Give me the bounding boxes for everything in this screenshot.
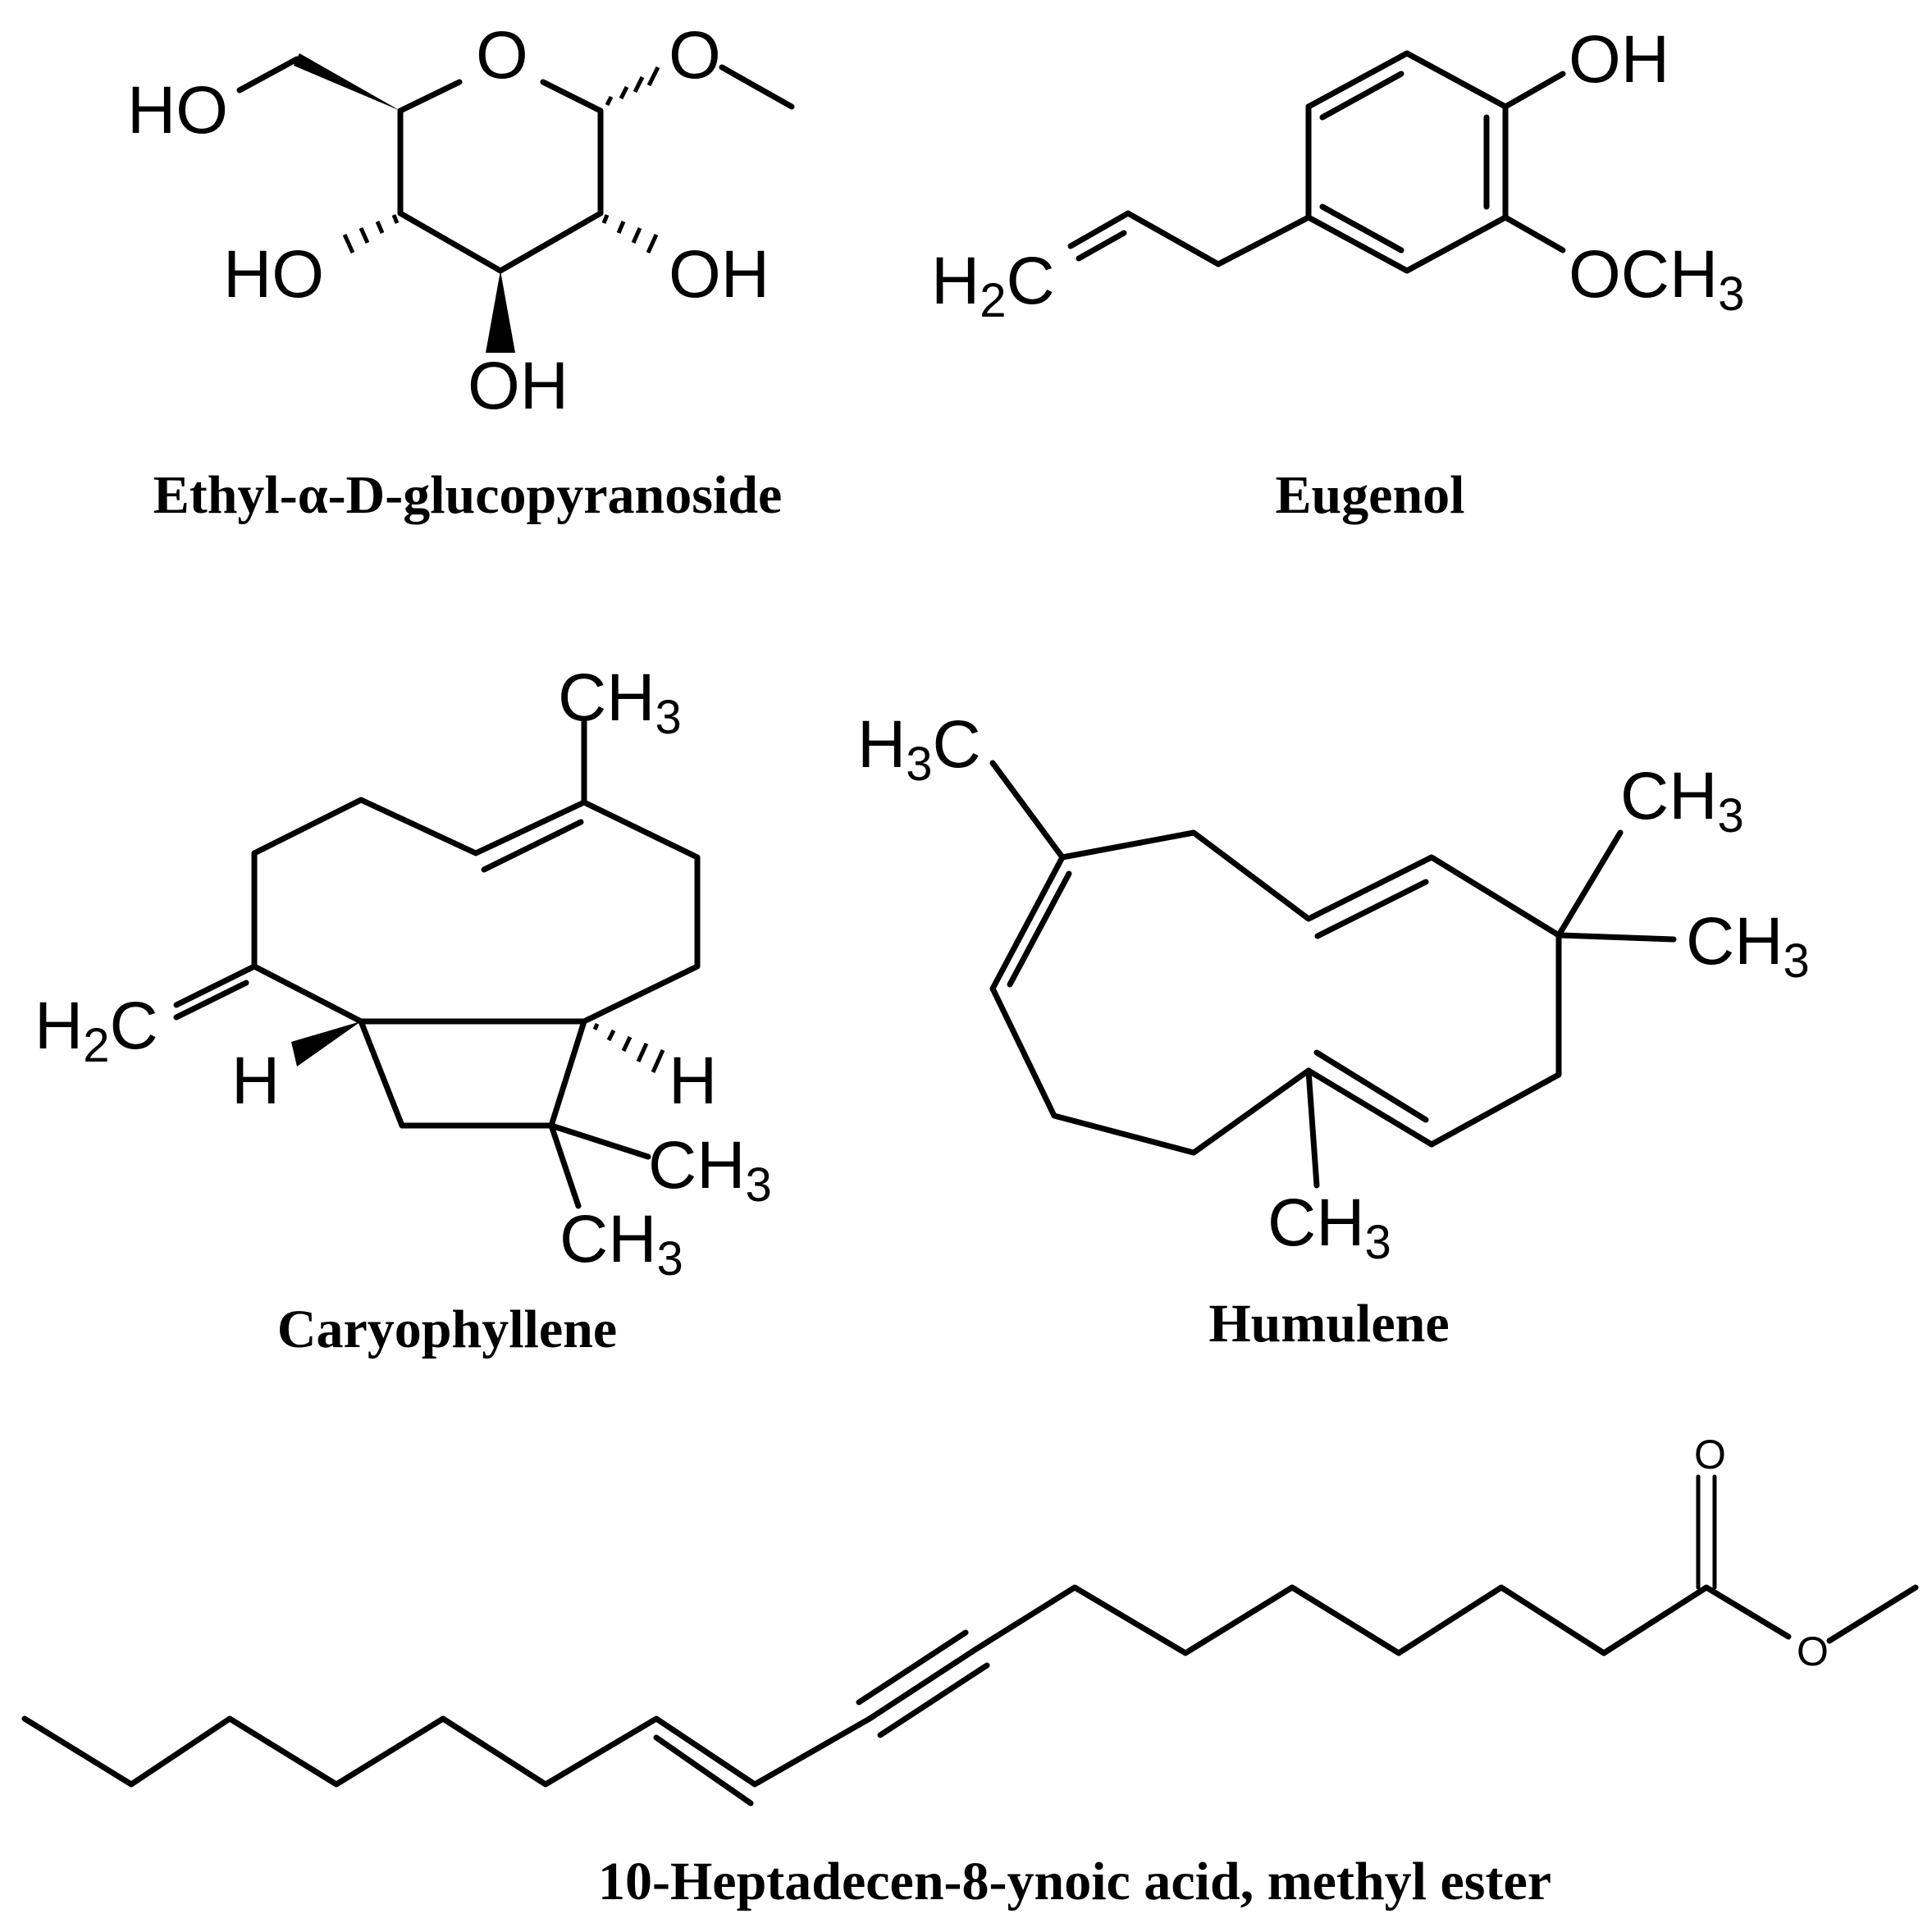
eugenol-hydroxyl-label: OH	[1569, 22, 1669, 97]
caryophyllene-left-hydrogen-label: H	[231, 1044, 280, 1118]
ring-oxygen-label: O	[476, 18, 528, 93]
carbonyl-oxygen-label: O	[1694, 1432, 1726, 1478]
ch2-hydroxyl-label: HO	[127, 73, 228, 148]
caryophyllene-right-hydrogen-label: H	[669, 1044, 717, 1118]
humulene-methyl-b-label: CH3	[1686, 904, 1810, 988]
humulene-structure: H3C CH3 CH3 CH3 Humulene	[857, 707, 1810, 1354]
ether-oxygen-label: O	[669, 18, 721, 93]
compound-name-glucopyranoside: Ethyl-α-D-glucopyranoside	[153, 465, 783, 525]
humulene-methyl-c-label: CH3	[1267, 1185, 1391, 1269]
eugenol-structure: OH OCH3 H2C Eugenol	[931, 22, 1744, 525]
caryophyllene-methyl-a-label: CH3	[648, 1128, 772, 1212]
left-hydroxyl-label: HO	[223, 237, 324, 312]
bottom-hydroxyl-label: OH	[468, 349, 569, 423]
eugenol-methylene-label: H2C	[931, 244, 1055, 327]
humulene-top-methyl-label: H3C	[857, 707, 981, 791]
caryophyllene-structure: CH3 H2C H H CH3 CH3 Caryophyllene	[34, 660, 772, 1359]
compound-name-caryophyllene: Caryophyllene	[277, 1299, 617, 1359]
caryophyllene-top-methyl-label: CH3	[558, 660, 682, 744]
glucopyranoside-structure: O O HO HO OH OH Ethyl-α-D-glucopyranosid…	[127, 18, 795, 525]
right-hydroxyl-label: OH	[669, 237, 770, 312]
heptadecenynoic-ester-structure: O O 10-Heptadecen-8-ynoic acid, methyl e…	[21, 1432, 1919, 1911]
compound-name-humulene: Humulene	[1208, 1294, 1449, 1354]
compound-name-ester: 10-Heptadecen-8-ynoic acid, methyl ester	[598, 1852, 1551, 1911]
humulene-methyl-a-label: CH3	[1620, 759, 1744, 843]
caryophyllene-methyl-b-label: CH3	[560, 1202, 683, 1286]
eugenol-methoxy-label: OCH3	[1569, 237, 1744, 321]
caryophyllene-methylene-label: H2C	[34, 989, 158, 1072]
compound-name-eugenol: Eugenol	[1275, 465, 1464, 525]
ester-oxygen-label: O	[1797, 1628, 1829, 1674]
